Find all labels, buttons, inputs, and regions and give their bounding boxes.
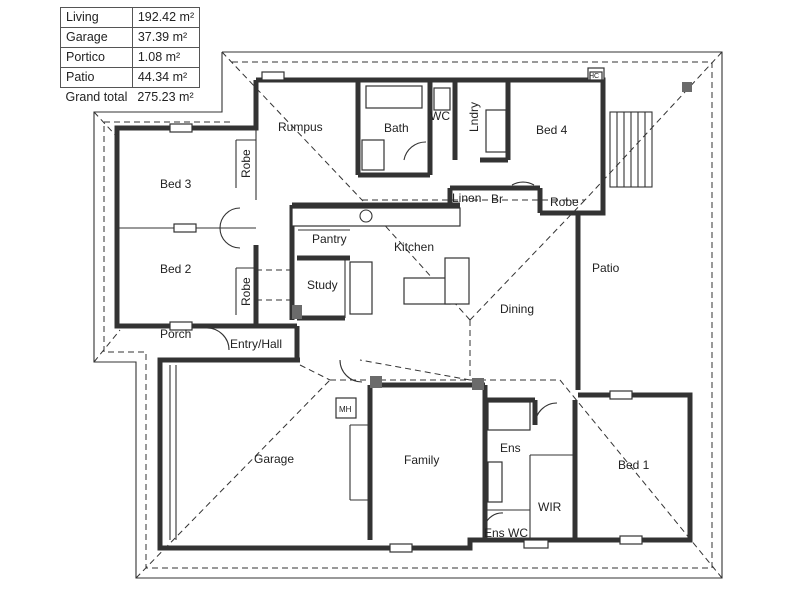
room-label-lndry: Lndry xyxy=(467,102,481,132)
shower xyxy=(361,139,385,171)
bathtub xyxy=(365,85,423,109)
laundry-tub xyxy=(485,109,507,153)
room-label-mh: MH xyxy=(339,405,352,414)
room-label-kitchen: Kitchen xyxy=(394,240,434,254)
room-label-robe-bed2: Robe xyxy=(239,277,253,306)
post xyxy=(472,378,484,390)
ensuite-shower xyxy=(487,401,531,431)
study-desk xyxy=(349,261,373,315)
room-label-linen: Linen xyxy=(452,191,481,205)
kitchen-sink xyxy=(359,209,373,223)
windows xyxy=(169,71,643,553)
area-row: Portico 1.08 m² xyxy=(60,47,201,68)
room-label-hc: HC xyxy=(589,73,599,80)
room-label-family: Family xyxy=(404,453,439,467)
manhole xyxy=(335,397,357,419)
garage-door-line xyxy=(169,365,177,540)
kitchen-island xyxy=(403,277,451,305)
room-label-ens-wc: Ens WC xyxy=(484,526,528,540)
room-label-garage: Garage xyxy=(254,452,294,466)
room-label-bed1: Bed 1 xyxy=(618,458,650,472)
kitchen-cabinets xyxy=(291,207,461,227)
room-label-ens: Ens xyxy=(500,441,521,455)
post xyxy=(682,82,692,92)
post xyxy=(370,376,382,388)
external-walls xyxy=(114,77,693,551)
posts xyxy=(292,82,692,390)
room-label-wir: WIR xyxy=(538,500,562,514)
room-label-br: Br xyxy=(491,192,503,206)
kitchen-bench xyxy=(444,257,470,305)
room-label-wc: WC xyxy=(430,109,450,123)
ensuite-vanity xyxy=(487,461,503,503)
room-label-porch: Porch xyxy=(160,327,191,341)
room-label-bed3: Bed 3 xyxy=(160,177,192,191)
room-label-bath: Bath xyxy=(384,121,409,135)
room-labels: Rumpus Bath WC Lndry Bed 4 Bed 3 Robe Li… xyxy=(160,73,650,540)
room-label-rumpus: Rumpus xyxy=(278,120,323,134)
door-swings xyxy=(206,141,558,526)
room-label-patio: Patio xyxy=(592,261,620,275)
patio-steps xyxy=(609,111,653,188)
area-total-row: Grand total 275.23 m² xyxy=(61,88,200,108)
area-value: 44.34 m² xyxy=(131,67,201,88)
area-schedule-table: Living 192.42 m² Garage 37.39 m² Portico… xyxy=(60,7,201,108)
area-name: Portico xyxy=(60,47,133,68)
area-total-name: Grand total xyxy=(65,90,128,104)
room-label-robe-bed4: Robe xyxy=(550,195,579,209)
post xyxy=(292,305,302,319)
room-label-study: Study xyxy=(307,278,338,292)
area-total-value: 275.23 m² xyxy=(137,90,194,104)
toilet xyxy=(433,87,451,111)
area-value: 1.08 m² xyxy=(131,47,201,68)
room-label-entry-hall: Entry/Hall xyxy=(230,337,282,351)
room-label-dining: Dining xyxy=(500,302,534,316)
fixtures xyxy=(291,67,605,503)
dashed-lines xyxy=(256,269,331,381)
room-label-bed2: Bed 2 xyxy=(160,262,192,276)
area-name: Patio xyxy=(60,67,133,88)
area-row: Patio 44.34 m² xyxy=(60,67,201,88)
roof-outline xyxy=(93,51,723,579)
room-label-robe-bed3: Robe xyxy=(239,149,253,178)
room-label-bed4: Bed 4 xyxy=(536,123,568,137)
room-label-pantry: Pantry xyxy=(312,232,347,246)
